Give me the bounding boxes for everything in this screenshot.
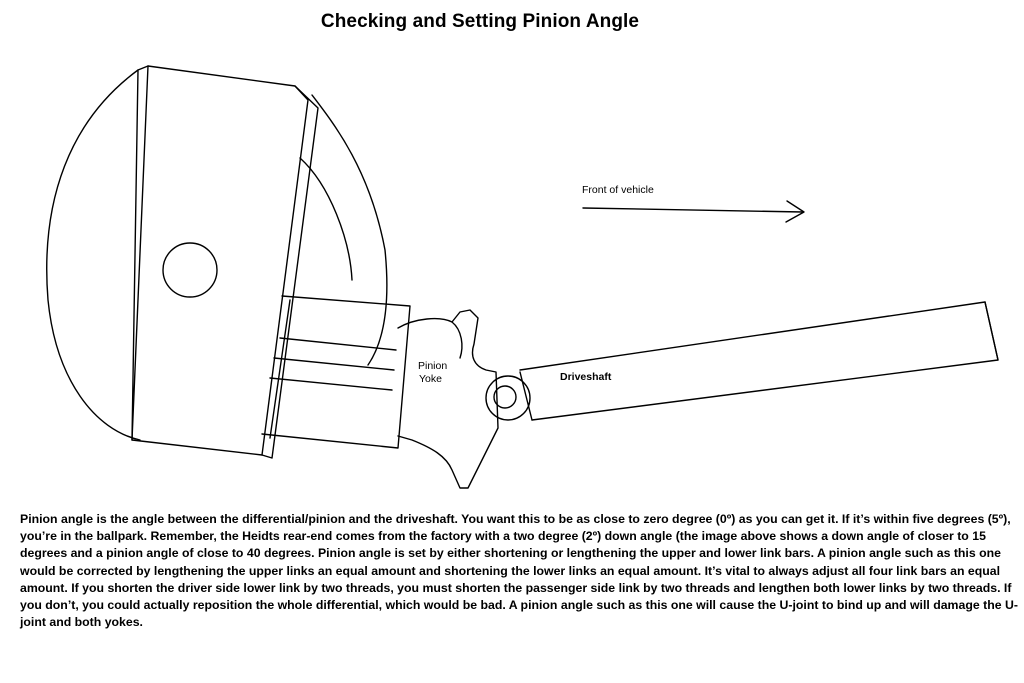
pinion-snout xyxy=(261,295,411,449)
u-joint xyxy=(485,371,533,421)
description-paragraph: Pinion angle is the angle between the di… xyxy=(20,512,1018,630)
front-arrow xyxy=(582,200,805,223)
carrier-bulge xyxy=(299,157,353,281)
u-joint-inner xyxy=(493,385,517,409)
driveshaft-end xyxy=(984,301,999,361)
u-joint-outer xyxy=(485,375,531,421)
differential-body xyxy=(131,65,309,456)
housing-seam xyxy=(131,65,149,441)
driveshaft-tube xyxy=(519,301,999,421)
front-of-vehicle-label: Front of vehicle xyxy=(582,184,654,196)
axle-hub xyxy=(162,242,218,298)
carrier-curve xyxy=(311,94,388,366)
snout-line-4 xyxy=(269,299,291,439)
pinion-angle-diagram: Front of vehicle Pinion Yoke Driveshaft xyxy=(46,65,999,489)
driveshaft xyxy=(519,301,999,421)
yoke-ear-top xyxy=(451,321,463,359)
page-title: Checking and Setting Pinion Angle xyxy=(320,11,640,32)
pinion-yoke-label-line2: Yoke xyxy=(419,373,442,385)
snout-line-1 xyxy=(279,337,397,351)
snout-line-2 xyxy=(273,357,395,371)
snout-body xyxy=(261,295,411,449)
driveshaft-label: Driveshaft xyxy=(560,371,612,383)
pinion-yoke-label-line1: Pinion xyxy=(418,360,447,372)
u-joint-cap xyxy=(519,371,533,421)
pinion-yoke xyxy=(397,309,499,489)
snout-line-3 xyxy=(269,377,393,391)
differential-cover xyxy=(46,69,141,441)
arrow-head xyxy=(785,200,805,223)
differential-housing xyxy=(46,65,388,459)
yoke-outline xyxy=(397,309,499,489)
arrow-shaft xyxy=(582,207,804,213)
housing-flange xyxy=(261,85,319,459)
